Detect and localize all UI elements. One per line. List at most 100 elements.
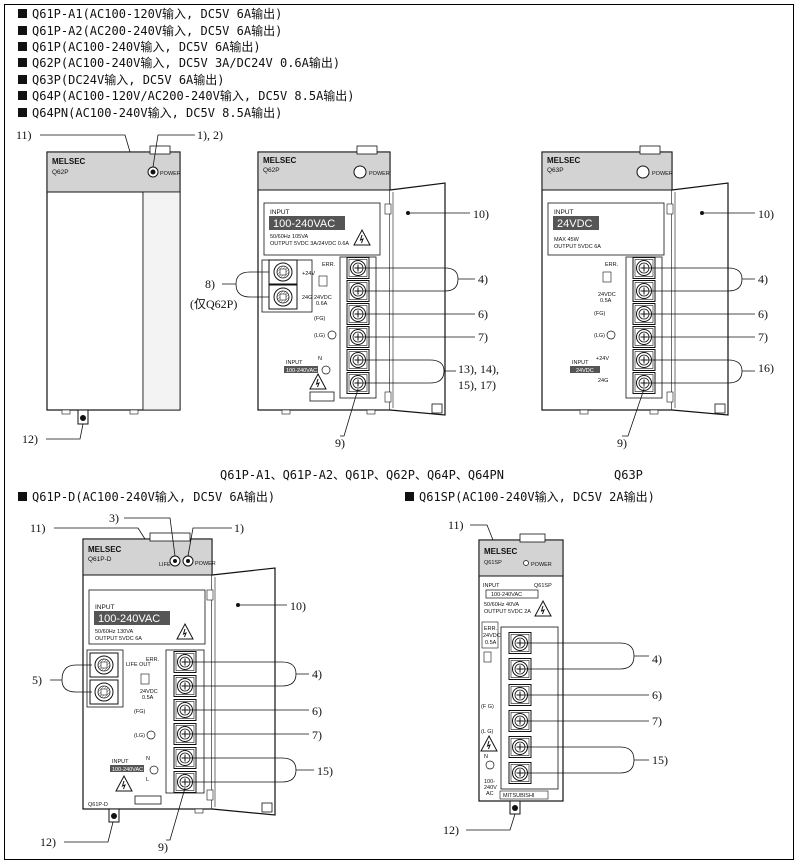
leader-4 [185, 661, 309, 687]
caption-group: Q61P-A1、Q61P-A2、Q61P、Q62P、Q64P、Q64PN [220, 468, 504, 482]
melsec-logo: MELSEC [52, 157, 86, 166]
connector-life-out-1 [89, 652, 119, 678]
input-voltage: 24VDC [557, 218, 593, 230]
err-label: ERR. [484, 626, 498, 632]
model-label: Q63P [547, 167, 564, 174]
connector-24v [268, 259, 298, 285]
fg-label: (FG) [134, 709, 145, 715]
leader-12 [466, 813, 516, 831]
label-24g: 24G [302, 295, 312, 301]
input-label: INPUT [270, 209, 290, 216]
leader-9 [622, 388, 645, 437]
callout-9: 9) [158, 840, 168, 854]
callout-5: 5) [32, 673, 42, 687]
spec-line-1: MAX 45W [554, 237, 580, 243]
err-label: ERR. [322, 262, 336, 268]
spec-line-1: 50/60Hz 40VA [484, 602, 519, 608]
melsec-logo: MELSEC [88, 545, 122, 554]
leader-4 [358, 267, 475, 292]
err-rating-1: 24VDC [483, 633, 501, 639]
figure-frame [4, 4, 794, 860]
header-q61p-a2: Q61P-A2(AC200-240V输入, DC5V 6A输出) [32, 23, 282, 38]
l-label: L [146, 777, 149, 783]
power-led-label: POWER [160, 171, 181, 177]
life-out-label: LIFE OUT [126, 662, 151, 668]
header-q64pn: Q64PN(AC100-240V输入, DC5V 8.5A输出) [32, 105, 282, 120]
callout-15: 15) [652, 753, 668, 767]
power-led-label: POWER [652, 171, 673, 177]
callout-12: 12) [40, 835, 56, 849]
input-side-1: 100- [484, 779, 495, 785]
lg-label: (LG) [314, 333, 325, 339]
leader-12 [64, 821, 114, 843]
callout-12: 12) [22, 432, 38, 446]
callout-6: 6) [652, 688, 662, 702]
callout-1-2: 1), 2) [197, 128, 223, 142]
err-rating-2: 0.5A [142, 695, 154, 701]
callout-7: 7) [758, 330, 768, 344]
header-q61p: Q61P(AC100-240V输入, DC5V 6A输出) [32, 39, 261, 54]
model-label: Q62P [52, 169, 69, 176]
callout-6: 6) [478, 307, 488, 321]
callout-10: 10) [473, 207, 489, 221]
model-label: Q62P [263, 167, 280, 174]
err-rating-1: 24VDC [598, 292, 616, 298]
life-led-label: LIFE [159, 562, 171, 568]
callout-7: 7) [478, 330, 488, 344]
module-q61pd-open: MELSEC Q61P-D LIFE POWER INPUT 100-240VA… [82, 532, 276, 823]
header-q61p-d: Q61P-D(AC100-240V输入, DC5V 6A输出) [32, 489, 275, 504]
err-rating-2: 0.5A [600, 298, 612, 304]
lg-label: (LG) [594, 333, 605, 339]
callout-9: 9) [335, 436, 345, 450]
spec-line-1: 50/60Hz 105VA [270, 234, 308, 240]
header-q63p: Q63P(DC24V输入, DC5V 6A输出) [32, 72, 225, 87]
mitsubishi-label: MITSUBISHI [503, 793, 535, 799]
callout-7: 7) [652, 714, 662, 728]
melsec-logo: MELSEC [484, 547, 518, 556]
input-label: INPUT [95, 604, 115, 611]
callout-10: 10) [758, 207, 774, 221]
callout-3: 3) [109, 511, 119, 525]
err-label: ERR. [146, 657, 160, 663]
callout-4: 4) [758, 272, 768, 286]
leader-1-2 [152, 134, 195, 168]
input-side-2: 240V [484, 785, 497, 791]
leader-9 [166, 787, 186, 841]
input-small-label: INPUT [572, 360, 589, 366]
bottom-model-label: Q61P-D [88, 802, 108, 808]
leader-11 [54, 527, 146, 540]
callout-16: 16) [758, 361, 774, 375]
melsec-logo: MELSEC [263, 156, 297, 165]
leader-11 [40, 134, 131, 153]
input-voltage: 100-240VAC [491, 592, 522, 598]
module-q61sp: MELSEC Q61SP POWER INPUT Q61SP 100-240VA… [478, 533, 564, 815]
power-led-label: POWER [195, 561, 216, 567]
input-voltage: 100-240VAC [98, 613, 160, 625]
spec-line-2: OUTPUT 5VDC 6A [95, 636, 142, 642]
callout-4: 4) [652, 652, 662, 666]
n-label: N [318, 356, 322, 362]
callout-10: 10) [290, 599, 306, 613]
input-voltage: 100-240VAC [273, 218, 335, 230]
power-led-label: POWER [531, 562, 552, 568]
input-small-voltage: 24VDC [576, 368, 594, 374]
leader-1 [187, 527, 232, 557]
header-q64p: Q64P(AC100-120V/AC200-240V输入, DC5V 8.5A输… [32, 88, 355, 103]
connector-life-out-2 [89, 679, 119, 705]
label-plus24v: +24V [596, 356, 609, 362]
leader-13-17 [358, 359, 456, 384]
n-label: N [146, 756, 150, 762]
callout-1: 1) [234, 521, 244, 535]
out-24vdc: 24VDC [314, 295, 332, 301]
label-24g: 24G [598, 378, 608, 384]
model-label: Q61SP [484, 560, 502, 566]
label-plus24v: +24V [302, 271, 315, 277]
leader-15 [185, 757, 314, 783]
callout-11: 11) [448, 518, 464, 532]
leader-8 [222, 271, 269, 298]
fg-label: (FG) [594, 311, 605, 317]
leader-12 [46, 423, 84, 440]
caption-q63p: Q63P [614, 468, 643, 482]
fg-label: (FG) [314, 316, 325, 322]
